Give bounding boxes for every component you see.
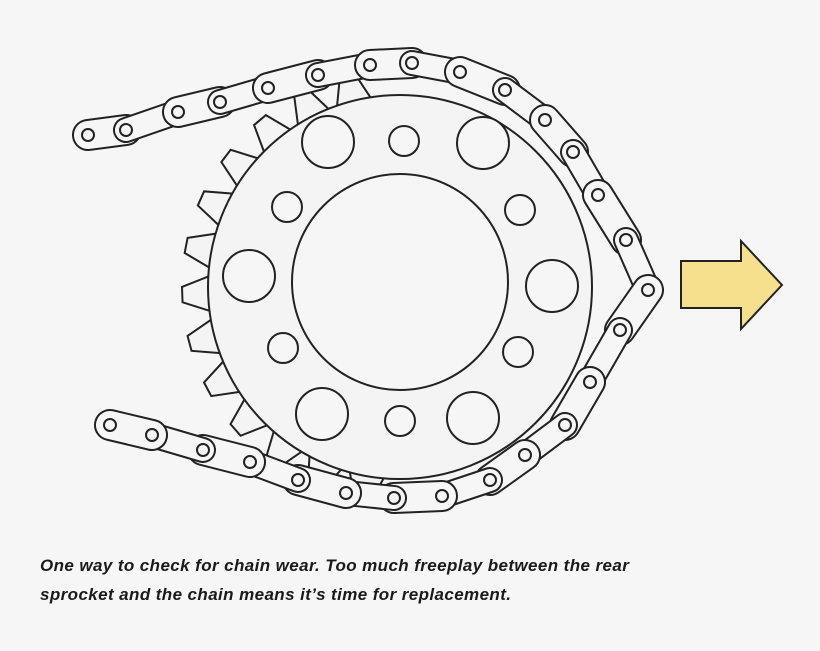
chain-pin xyxy=(291,473,305,487)
chain-pin xyxy=(435,489,449,503)
chain-pin xyxy=(311,68,325,82)
sprocket-hole xyxy=(267,332,299,364)
chain-pin xyxy=(619,233,633,247)
chain-pin xyxy=(591,188,605,202)
sprocket-hole xyxy=(222,249,276,303)
sprocket-hole xyxy=(295,387,349,441)
chain-sprocket-diagram xyxy=(72,47,784,514)
sprocket-hole xyxy=(502,336,534,368)
chain-pin xyxy=(566,145,580,159)
arrow-right-icon xyxy=(680,238,784,332)
chain-pin xyxy=(558,418,572,432)
chain-pin xyxy=(641,283,655,297)
chain-pin xyxy=(196,443,210,457)
chain-pin xyxy=(213,95,227,109)
chain-link-plate xyxy=(94,408,168,451)
sprocket-hole xyxy=(525,259,579,313)
sprocket-holes xyxy=(222,115,579,445)
sprocket-hole xyxy=(384,405,416,437)
caption-line-2: sprocket and the chain means it’s time f… xyxy=(40,585,512,604)
chain-pin xyxy=(498,83,512,97)
chain-pin xyxy=(103,418,117,432)
sprocket-center-bore xyxy=(291,173,509,391)
chain-pin xyxy=(453,65,467,79)
chain xyxy=(72,47,664,514)
chain-pin xyxy=(483,473,497,487)
chain-pin xyxy=(119,123,133,137)
sprocket-hole xyxy=(271,191,303,223)
chain-pin xyxy=(583,375,597,389)
chain-pin xyxy=(81,128,95,142)
chain-pin xyxy=(363,58,377,72)
caption: One way to check for chain wear. Too muc… xyxy=(40,551,800,609)
sprocket-hole xyxy=(388,125,420,157)
sprocket-hole xyxy=(446,391,500,445)
chain-pin xyxy=(339,486,353,500)
chain-pin xyxy=(171,105,185,119)
sprocket-hole xyxy=(456,116,510,170)
chain-pin xyxy=(387,491,401,505)
chain-pin xyxy=(243,455,257,469)
chain-pin xyxy=(518,448,532,462)
chain-pin xyxy=(538,113,552,127)
sprocket-hole xyxy=(301,115,355,169)
chain-pin xyxy=(613,323,627,337)
caption-line-1: One way to check for chain wear. Too muc… xyxy=(40,556,630,575)
sprocket-hole xyxy=(504,194,536,226)
chain-pin xyxy=(405,56,419,70)
chain-pin xyxy=(145,428,159,442)
chain-pin xyxy=(261,81,275,95)
